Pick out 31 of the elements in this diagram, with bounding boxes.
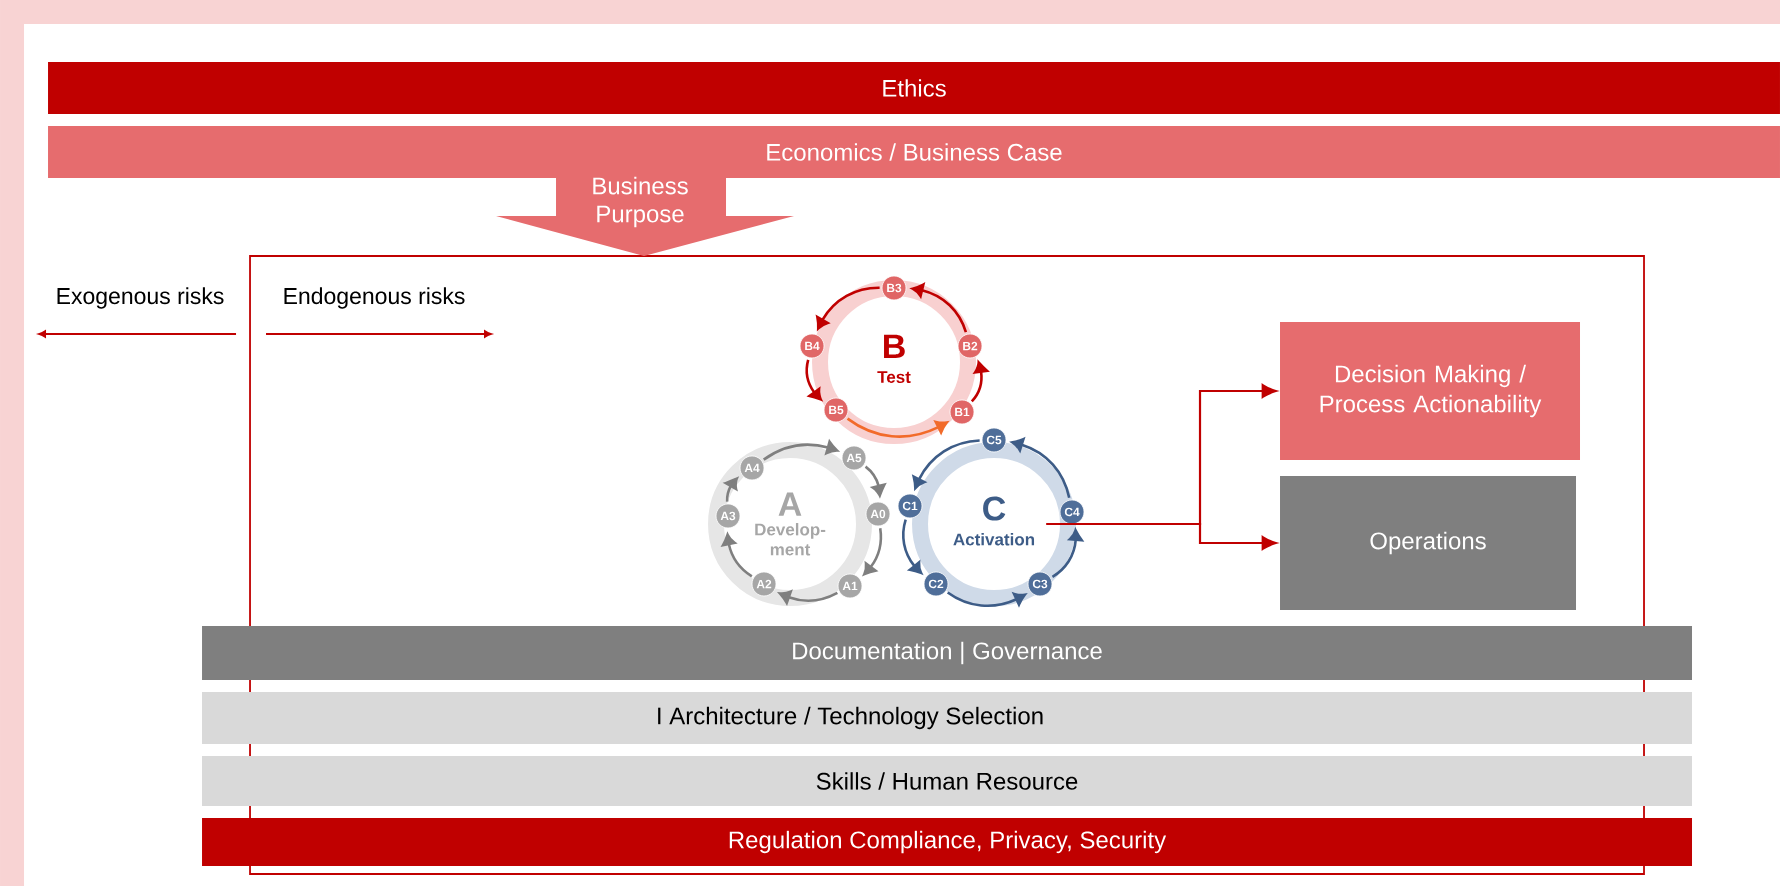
risk-label: Endogenous risks [284,287,465,309]
arrow [970,361,989,403]
layer-band: Regulation Compliance, Privacy, Security [202,818,1692,866]
process-box: Decision Making / Process Actionability [1280,322,1580,460]
arrow [1051,529,1083,578]
cycle-label: B Test [877,334,911,383]
arrow [763,440,839,461]
layer-band: Economics / Business Case [48,126,1780,178]
cycle-label: A Develop- ment [755,492,826,556]
layer-band: Skills / Human Resource [202,756,1692,806]
arrow [721,533,753,578]
arrow [724,477,738,502]
arrow [1011,437,1071,499]
layer-band: I Architecture / Technology Selection [202,692,1692,744]
risk-label: Exogenous risks [57,287,224,309]
arrow [816,286,880,330]
arrow [846,417,948,438]
layer-band: Ethics [48,62,1780,114]
arrow [863,528,883,576]
arrow [911,283,968,333]
arrow [946,591,1027,608]
arrow [902,519,923,575]
node-label: Business Purpose [593,176,688,228]
arrow [1046,522,1277,550]
arrow [912,439,980,490]
process-box: Operations [1280,476,1576,610]
layer-band: Documentation | Governance [202,626,1692,680]
cycle-label: C Activation [953,496,1035,546]
arrow [805,359,822,401]
arrow [864,465,886,497]
arrow [778,590,838,605]
